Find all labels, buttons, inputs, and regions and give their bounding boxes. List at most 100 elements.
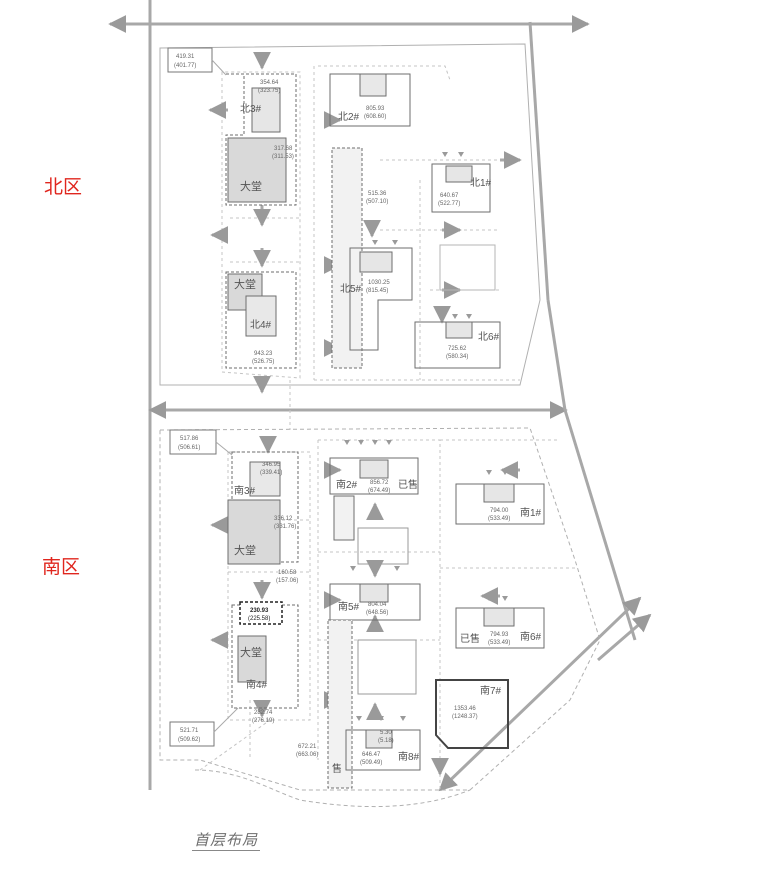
bei2-core bbox=[359, 73, 387, 97]
callout-boxes bbox=[167, 47, 239, 747]
south-corner-box bbox=[169, 429, 217, 455]
south-mid-area: 160.58 bbox=[278, 570, 297, 576]
bei3-building bbox=[225, 73, 297, 206]
nan5-area-sub: (648.56) bbox=[366, 610, 388, 616]
entrance-marks bbox=[344, 152, 508, 721]
bei3-area-sub: (323.75) bbox=[258, 88, 280, 94]
bei4-building bbox=[225, 271, 297, 369]
north-texts: 419.31 (401.77) 北3# 354.64 (323.75) 317.… bbox=[174, 54, 500, 365]
nan6-label: 南6# bbox=[520, 630, 542, 643]
south-texts: 517.86 (506.61) 346.95 (339.41) 南3# 336.… bbox=[178, 436, 542, 775]
south-mid-void bbox=[357, 527, 409, 565]
bei1-building bbox=[431, 163, 491, 213]
nan3-area: 346.95 bbox=[262, 462, 281, 468]
site-boundaries bbox=[159, 43, 601, 808]
nan3-core bbox=[249, 461, 281, 497]
nan8-building bbox=[345, 729, 421, 771]
bei3-area: 354.64 bbox=[260, 80, 279, 86]
bei5-area: 1030.25 bbox=[368, 280, 390, 286]
bei4-label: 北4# bbox=[250, 319, 272, 331]
nan2-slab bbox=[333, 495, 355, 541]
north-corner-area: 419.31 bbox=[176, 54, 195, 60]
nan7-building bbox=[435, 679, 509, 749]
nan8-area: 646.47 bbox=[362, 752, 381, 758]
bei5-label: 北5# bbox=[340, 283, 362, 295]
bei5-area-sub: (815.45) bbox=[366, 288, 388, 294]
nan1-area: 794.00 bbox=[490, 508, 509, 514]
south-bottom-area-sub: (509.62) bbox=[178, 737, 200, 743]
nan6-area: 794.93 bbox=[490, 632, 509, 638]
nan6-core bbox=[483, 607, 515, 627]
bei5-slab bbox=[331, 147, 363, 369]
bei5-core bbox=[359, 251, 393, 273]
nan5-building bbox=[329, 583, 421, 621]
bei5-area-b-sub: (507.10) bbox=[366, 199, 388, 205]
nan2-area-sub: (674.49) bbox=[368, 488, 390, 494]
nan6-building bbox=[455, 607, 545, 649]
bei6-label: 北6# bbox=[478, 331, 500, 343]
nan1-building bbox=[455, 483, 545, 525]
south-buildings bbox=[227, 451, 545, 789]
nan7-label: 南7# bbox=[480, 684, 502, 697]
nan4-area-b: 282.74 bbox=[254, 710, 273, 716]
bei3-core bbox=[251, 87, 281, 133]
nan8-slab bbox=[327, 619, 353, 789]
nan8-core bbox=[365, 729, 393, 749]
bei4-core bbox=[245, 295, 277, 337]
nan3-label: 南3# bbox=[234, 484, 256, 497]
bei2-area: 805.93 bbox=[366, 106, 385, 112]
nan8-area-b-sub: (5.18) bbox=[378, 738, 394, 744]
bei3-area-b-sub: (311.53) bbox=[272, 154, 294, 160]
nan1-area-sub: (533.49) bbox=[488, 516, 510, 522]
nan4-area-b-sub: (276.19) bbox=[252, 718, 274, 724]
nan8-sold: 售 bbox=[332, 762, 342, 775]
nan2-area: 856.72 bbox=[370, 480, 389, 486]
bei1-core bbox=[445, 165, 473, 183]
bei1-area: 640.67 bbox=[440, 193, 459, 199]
nan7-area-sub: (1248.37) bbox=[452, 714, 478, 720]
bei4-area: 943.23 bbox=[254, 351, 273, 357]
nan6-area-sub: (533.49) bbox=[488, 640, 510, 646]
bei5-building bbox=[349, 247, 413, 351]
bei4-area-sub: (526.75) bbox=[252, 359, 274, 365]
south-curve bbox=[194, 769, 471, 808]
north-corner-area-sub: (401.77) bbox=[174, 63, 196, 69]
south-bottom-area: 521.71 bbox=[180, 728, 199, 734]
bei2-area-sub: (608.60) bbox=[364, 114, 386, 120]
nan8-area-b: 5.30 bbox=[380, 730, 392, 736]
lobby-south-lower-label: 大堂 bbox=[240, 645, 262, 659]
nan8-area-sub: (509.49) bbox=[360, 760, 382, 766]
nan8-label: 南8# bbox=[398, 750, 420, 763]
south-corner-area: 517.86 bbox=[180, 436, 199, 442]
bei5-area-b: 515.36 bbox=[368, 191, 387, 197]
nan5-core bbox=[359, 583, 389, 603]
nan3-building bbox=[231, 451, 299, 563]
bei6-area-sub: (580.34) bbox=[446, 354, 468, 360]
nan2-building bbox=[329, 457, 419, 495]
bei2-label: 北2# bbox=[338, 111, 360, 123]
nan1-label: 南1# bbox=[520, 506, 542, 519]
south-lower-mid-area: 672.21 bbox=[298, 744, 317, 750]
bei6-area: 725.62 bbox=[448, 346, 467, 352]
nan5-area: 804.04 bbox=[368, 602, 387, 608]
south-mid-area-sub: (157.06) bbox=[276, 578, 298, 584]
lobby-south-upper bbox=[227, 499, 281, 565]
north-boundary bbox=[159, 43, 541, 386]
nan5-label: 南5# bbox=[338, 600, 360, 613]
bei3-label: 北3# bbox=[240, 103, 262, 115]
north-buildings bbox=[225, 73, 501, 369]
north-zone-label: 北区 bbox=[44, 176, 83, 198]
nan2-label: 南2# bbox=[336, 478, 358, 491]
bei6-annex bbox=[439, 244, 496, 291]
bei3-area-b: 317.68 bbox=[274, 146, 293, 152]
bei1-label: 北1# bbox=[470, 177, 492, 189]
nan3-area-b-sub: (331.76) bbox=[274, 524, 296, 530]
nan4-top-box bbox=[239, 601, 283, 625]
south-corner-area-sub: (506.61) bbox=[178, 445, 200, 451]
caption-underline bbox=[192, 850, 260, 851]
right-road bbox=[528, 21, 550, 301]
diagonal-road-2 bbox=[597, 613, 652, 662]
nan7-area: 1353.46 bbox=[454, 706, 476, 712]
plan-caption: 首层布局 bbox=[194, 831, 259, 849]
nan6-sold: 已售 bbox=[460, 632, 480, 645]
